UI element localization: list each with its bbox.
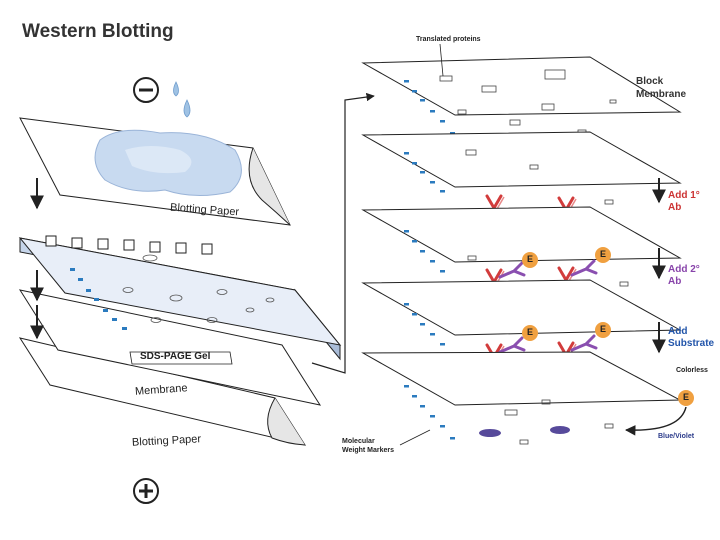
blue-violet-label: Blue/Violet	[658, 433, 695, 440]
positive-electrode-icon	[133, 478, 159, 504]
colorless-label: Colorless	[676, 367, 708, 374]
enzyme-letter: E	[527, 327, 534, 337]
molecular-label: Molecular	[342, 438, 375, 445]
water-drop-icon	[173, 81, 191, 118]
enzyme-letter: E	[683, 392, 690, 402]
step-add-primary-ab: Add 1° Ab	[668, 190, 700, 214]
colorless-to-violet-arrow	[624, 406, 687, 436]
step-add-secondary-ab: Add 2° Ab	[668, 264, 700, 288]
annotation-leaders	[399, 43, 444, 446]
block-label: Block	[636, 76, 664, 87]
membrane-secondary-ab	[361, 206, 682, 298]
step-add-substrate: Add Substrate	[668, 326, 714, 350]
membrane-primary-ab	[361, 131, 682, 226]
step-line1: Add 1°	[668, 190, 700, 201]
page-title: Western Blotting	[22, 21, 174, 42]
membrane-word-label: Membrane	[636, 89, 687, 100]
membrane-substrate	[361, 279, 682, 373]
enzyme-letter: E	[600, 249, 607, 259]
step-line1: Add	[668, 326, 688, 337]
enzyme-letter: E	[527, 254, 534, 264]
sds-page-gel-label: SDS-PAGE Gel	[140, 351, 211, 362]
negative-electrode-icon	[133, 77, 159, 103]
left-membrane	[18, 289, 322, 406]
block-membrane-label: Block Membrane	[636, 75, 686, 101]
step-line2: Substrate	[668, 338, 715, 349]
translated-proteins-label: Translated proteins	[416, 36, 481, 43]
step-line1: Add 2°	[668, 264, 700, 275]
top-blotting-paper	[19, 117, 291, 226]
enzyme-icon	[678, 390, 694, 406]
step-line2: Ab	[668, 202, 682, 213]
molecular-weight-markers-label: Molecular Weight Markers	[342, 437, 394, 455]
enzyme-letter: E	[600, 324, 607, 334]
step-line2: Ab	[668, 276, 682, 287]
sds-page-gel	[18, 235, 342, 365]
weight-markers-label: Weight Markers	[342, 447, 394, 454]
connector-arrow	[311, 92, 375, 374]
membrane-developed	[361, 351, 682, 445]
